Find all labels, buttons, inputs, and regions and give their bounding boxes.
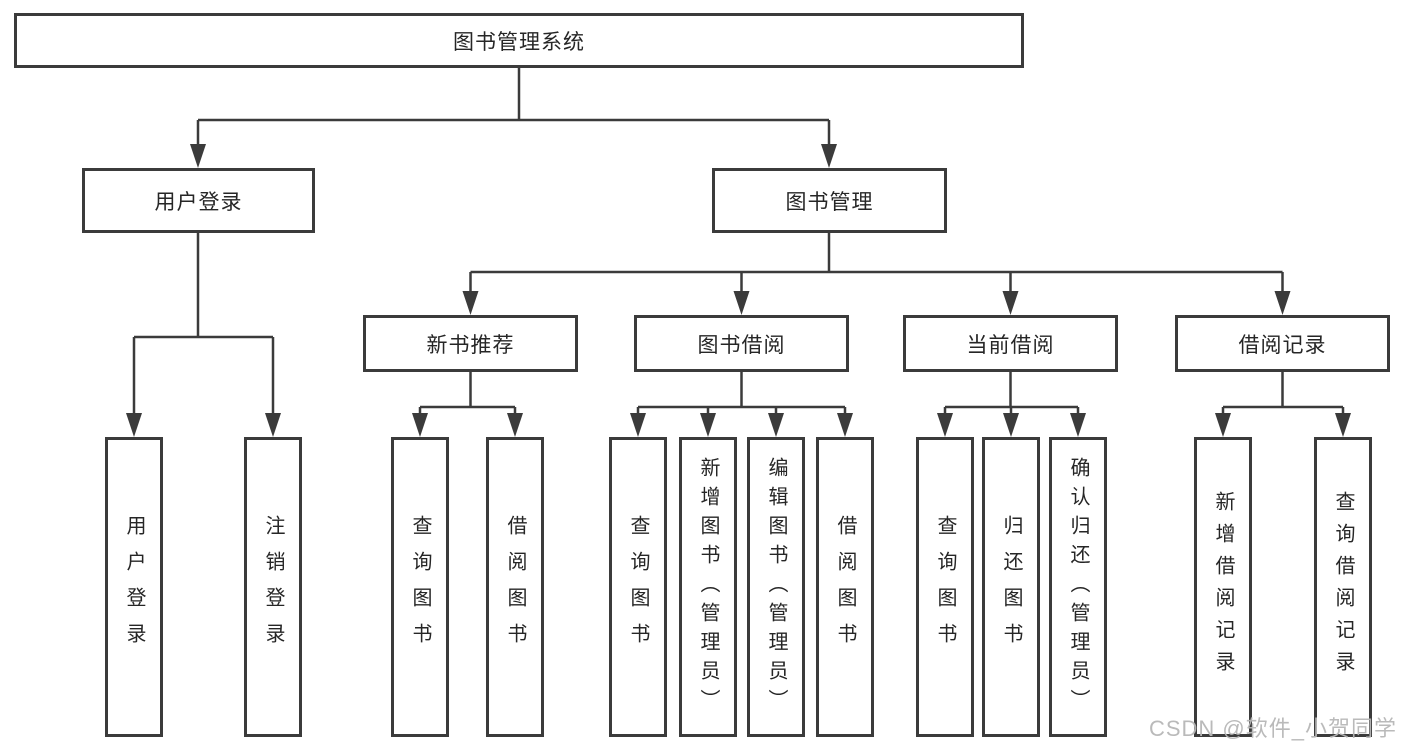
leaf-logout: 注销登录 <box>244 437 302 737</box>
connector-segments <box>132 68 1345 415</box>
leaf-current-query-books: 查询图书 <box>916 437 974 737</box>
leaf-records-add-record: 新增借阅记录 <box>1194 437 1252 737</box>
leaf-recommend-borrow-books: 借阅图书 <box>486 437 544 737</box>
arrowheads <box>126 144 1351 437</box>
leaf-borrowing-borrow-books: 借阅图书 <box>816 437 874 737</box>
node-borrowing-records: 借阅记录 <box>1175 315 1390 372</box>
leaf-user-login: 用户登录 <box>105 437 163 737</box>
leaf-borrowing-edit-books-admin: 编辑图书（管理员） <box>747 437 805 737</box>
leaf-borrowing-query-books: 查询图书 <box>609 437 667 737</box>
csdn-watermark: CSDN @软件_小贺同学 <box>1148 716 1397 741</box>
node-new-book-recommend: 新书推荐 <box>363 315 578 372</box>
leaf-current-return-books: 归还图书 <box>982 437 1040 737</box>
node-current-borrowing: 当前借阅 <box>903 315 1118 372</box>
node-book-borrowing: 图书借阅 <box>634 315 849 372</box>
leaf-borrowing-add-books-admin: 新增图书（管理员） <box>679 437 737 737</box>
node-user-login: 用户登录 <box>82 168 315 233</box>
leaf-records-query-record: 查询借阅记录 <box>1314 437 1372 737</box>
leaf-recommend-query-books: 查询图书 <box>391 437 449 737</box>
node-book-management: 图书管理 <box>712 168 947 233</box>
leaf-current-confirm-return-admin: 确认归还（管理员） <box>1049 437 1107 737</box>
node-root: 图书管理系统 <box>14 13 1024 68</box>
